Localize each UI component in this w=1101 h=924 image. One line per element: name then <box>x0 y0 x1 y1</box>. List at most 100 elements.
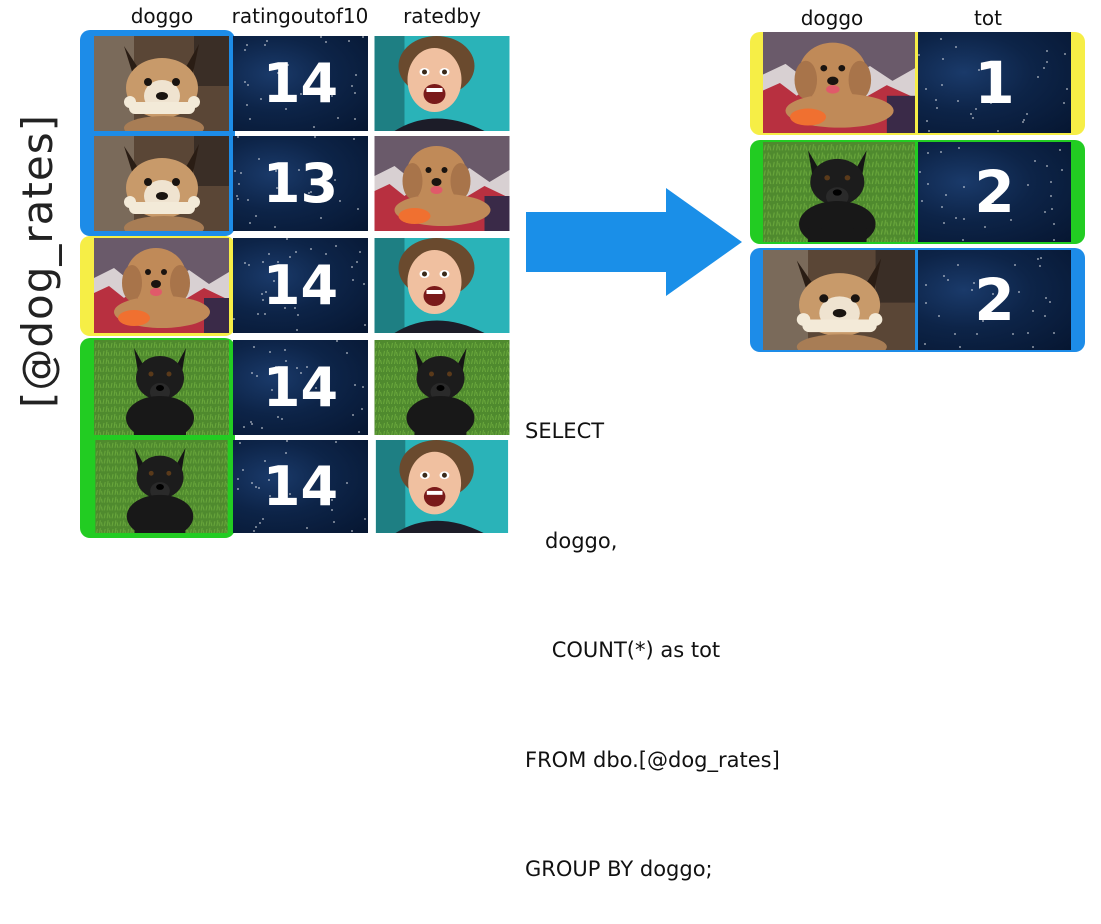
star-dot <box>348 40 350 42</box>
star-dot <box>1043 67 1045 69</box>
star-dot <box>1037 258 1039 260</box>
star-dot <box>973 282 975 284</box>
star-dot <box>355 74 357 76</box>
star-dot <box>336 340 338 342</box>
star-dot <box>258 158 260 160</box>
star-dot <box>352 279 354 281</box>
star-dot <box>1023 119 1025 121</box>
star-dot <box>325 253 327 255</box>
star-dot <box>1064 53 1066 55</box>
rating-cell: 14 <box>233 340 368 435</box>
star-dot <box>925 88 927 90</box>
star-dot <box>351 85 353 87</box>
star-dot <box>286 440 288 442</box>
star-dot <box>277 416 279 418</box>
star-dot <box>926 120 928 122</box>
star-dot <box>990 102 992 104</box>
star-dot <box>237 198 239 200</box>
star-dot <box>346 482 348 484</box>
star-dot <box>346 352 348 354</box>
star-dot <box>256 375 258 377</box>
star-dot <box>255 486 257 488</box>
star-dot <box>1046 61 1048 63</box>
tot-cell: 2 <box>918 250 1071 350</box>
result-header-tot: tot <box>974 6 1002 30</box>
star-dot <box>298 169 300 171</box>
sql-line: COUNT(*) as tot <box>525 638 721 662</box>
star-dot <box>305 393 307 395</box>
star-dot <box>285 170 287 172</box>
star-dot <box>363 283 365 285</box>
star-dot <box>242 469 244 471</box>
star-dot <box>247 84 249 86</box>
star-dot <box>287 197 289 199</box>
star-dot <box>261 293 263 295</box>
star-dot <box>284 349 286 351</box>
star-dot <box>253 530 255 532</box>
star-dot <box>287 64 289 66</box>
star-dot <box>262 518 264 520</box>
star-dot <box>975 108 977 110</box>
star-dot <box>295 251 297 253</box>
star-dot <box>1026 113 1028 115</box>
star-dot <box>1045 297 1047 299</box>
star-dot <box>925 284 927 286</box>
star-dot <box>275 366 277 368</box>
star-dot <box>244 262 246 264</box>
star-dot <box>273 280 275 282</box>
ratedby-photo-woman <box>373 440 511 533</box>
star-dot <box>314 374 316 376</box>
star-dot <box>300 93 302 95</box>
star-dot <box>251 482 253 484</box>
star-dot <box>918 54 920 56</box>
star-dot <box>361 408 363 410</box>
star-dot <box>253 346 255 348</box>
star-dot <box>1050 181 1052 183</box>
star-dot <box>1059 149 1061 151</box>
star-dot <box>1053 223 1055 225</box>
star-dot <box>240 172 242 174</box>
star-dot <box>1046 165 1048 167</box>
star-dot <box>306 366 308 368</box>
sql-query: SELECT doggo, COUNT(*) as tot FROM dbo.[… <box>525 340 780 924</box>
star-dot <box>261 427 263 429</box>
star-dot <box>1044 211 1046 213</box>
star-dot <box>963 186 965 188</box>
star-dot <box>954 333 956 335</box>
star-dot <box>249 222 251 224</box>
star-dot <box>1027 184 1029 186</box>
star-dot <box>237 488 239 490</box>
ratedby-photo-woman <box>373 36 511 131</box>
star-dot <box>308 192 310 194</box>
star-dot <box>962 239 964 241</box>
star-dot <box>958 147 960 149</box>
star-dot <box>264 313 266 315</box>
star-dot <box>1027 332 1029 334</box>
star-dot <box>1022 121 1024 123</box>
star-dot <box>248 264 250 266</box>
source-doggo-photo-black <box>94 340 229 435</box>
source-doggo-photo-doodle <box>94 238 229 333</box>
star-dot <box>280 403 282 405</box>
star-dot <box>955 46 957 48</box>
star-dot <box>277 261 279 263</box>
star-dot <box>236 195 238 197</box>
star-dot <box>309 199 311 201</box>
star-dot <box>1010 219 1012 221</box>
star-dot <box>957 100 959 102</box>
star-dot <box>1032 310 1034 312</box>
star-dot <box>945 194 947 196</box>
star-dot <box>250 421 252 423</box>
star-dot <box>928 130 930 132</box>
star-dot <box>333 521 335 523</box>
star-dot <box>919 171 921 173</box>
star-dot <box>351 266 353 268</box>
rating-cell: 13 <box>233 136 368 231</box>
star-dot <box>296 367 298 369</box>
star-dot <box>318 168 320 170</box>
star-dot <box>257 313 259 315</box>
star-dot <box>358 431 360 433</box>
star-dot <box>266 40 268 42</box>
star-dot <box>243 426 245 428</box>
star-dot <box>312 197 314 199</box>
